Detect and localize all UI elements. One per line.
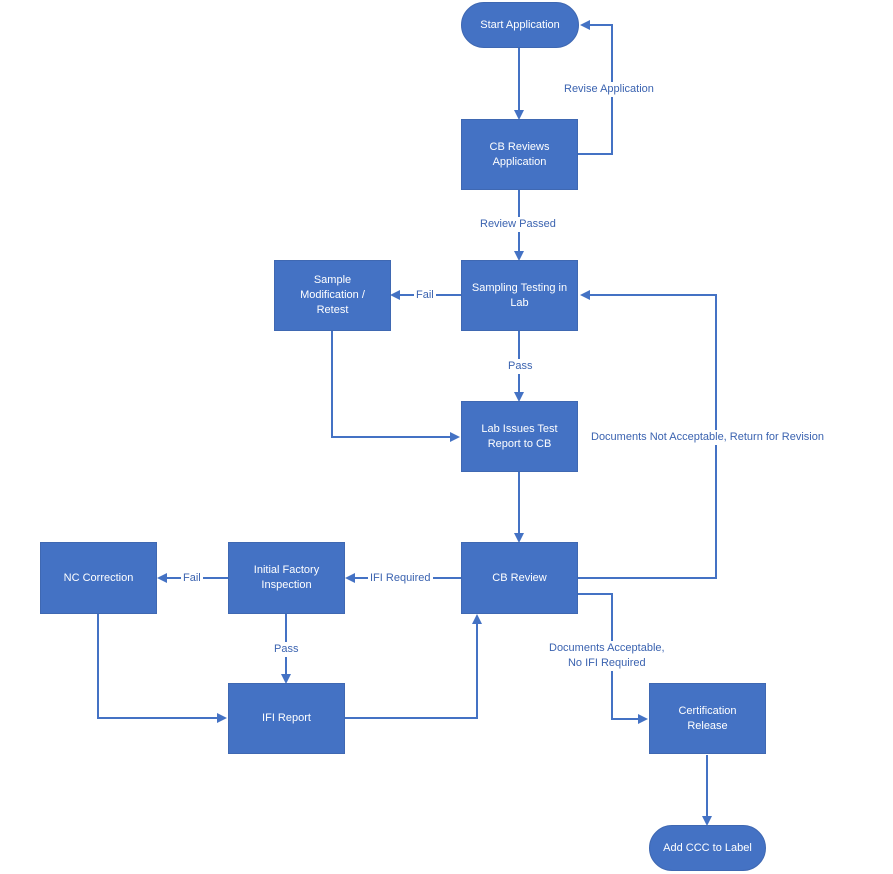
label-fail-ifi: Fail xyxy=(181,571,203,586)
node-add-ccc-to-label: Add CCC to Label xyxy=(649,825,766,871)
node-certification-release: Certification Release xyxy=(649,683,766,754)
node-sampling-testing: Sampling Testing in Lab xyxy=(461,260,578,331)
label-documents-not-acceptable: Documents Not Acceptable, Return for Rev… xyxy=(589,430,826,445)
label-documents-acceptable: Documents Acceptable, No IFI Required xyxy=(547,641,667,671)
node-cb-review: CB Review xyxy=(461,542,578,614)
label-documents-acceptable-line2: No IFI Required xyxy=(567,657,646,669)
node-ifi-report: IFI Report xyxy=(228,683,345,754)
node-lab-issues-report: Lab Issues Test Report to CB xyxy=(461,401,578,472)
node-start-application: Start Application xyxy=(461,2,579,48)
node-cb-reviews-application: CB Reviews Application xyxy=(461,119,578,190)
node-nc-correction: NC Correction xyxy=(40,542,157,614)
edge-nc-to-ifi-report xyxy=(97,614,227,723)
label-documents-acceptable-line1: Documents Acceptable, xyxy=(549,642,665,654)
node-sample-modification: Sample Modification / Retest xyxy=(274,260,391,331)
label-ifi-required: IFI Required xyxy=(368,571,433,586)
label-fail-sampling: Fail xyxy=(414,288,436,303)
label-review-passed: Review Passed xyxy=(478,217,558,232)
label-pass-sampling: Pass xyxy=(506,359,535,374)
edge-ifi-report-to-cb-review xyxy=(345,614,482,719)
edge-sample-mod-to-lab-report xyxy=(331,331,460,442)
node-initial-factory-inspection: Initial Factory Inspection xyxy=(228,542,345,614)
label-pass-ifi: Pass xyxy=(272,642,301,657)
label-revise-application: Revise Application xyxy=(562,82,656,97)
